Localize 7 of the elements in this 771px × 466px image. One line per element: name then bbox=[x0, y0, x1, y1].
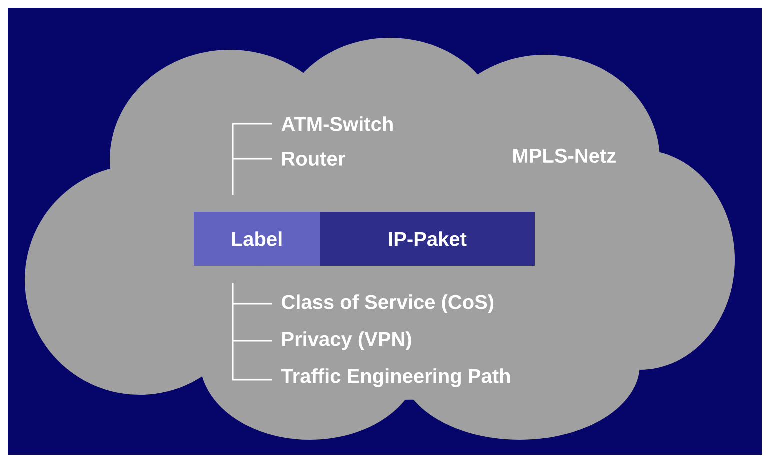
list-item: Privacy (VPN) bbox=[282, 332, 412, 350]
list-item: ATM-Switch bbox=[282, 116, 393, 132]
packet-box: IP-Paket bbox=[320, 212, 535, 266]
list-item: Class of Service (CoS) bbox=[282, 294, 494, 314]
list-item: Traffic Engineering Path bbox=[281, 368, 510, 388]
list-item: Router bbox=[282, 152, 346, 166]
label-box: Label bbox=[194, 212, 320, 266]
